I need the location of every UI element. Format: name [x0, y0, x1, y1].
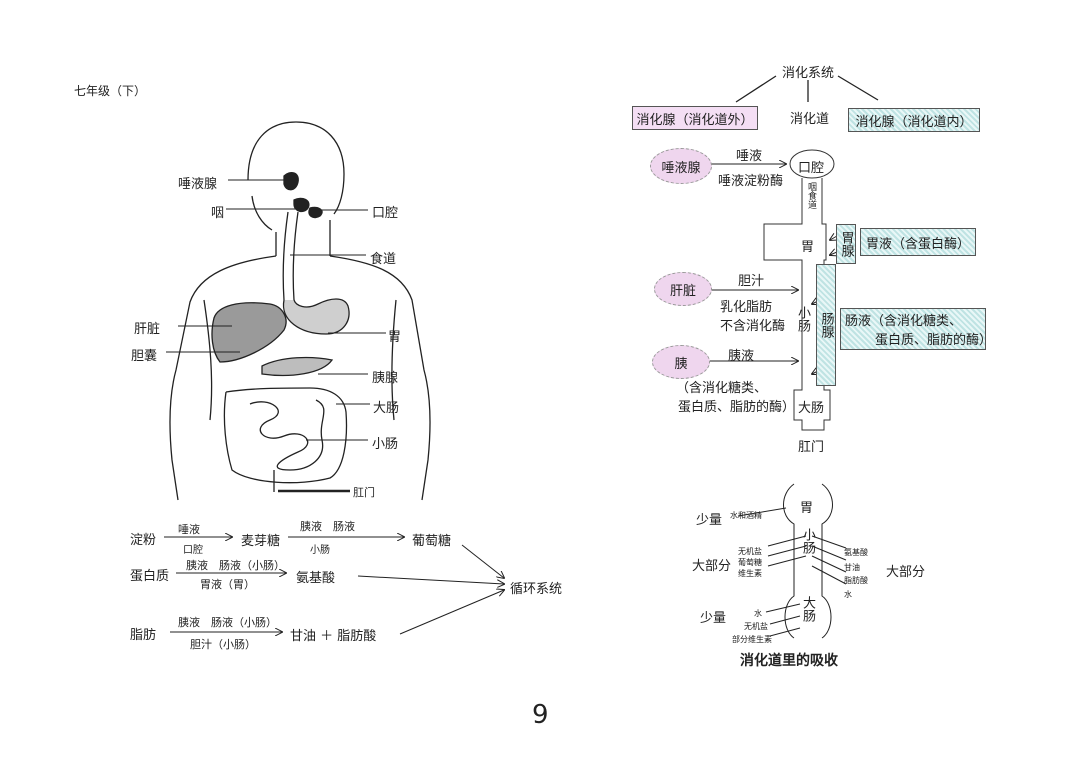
absorption-stomach: 胃 — [800, 501, 814, 516]
intestinal-juice-line-1: 肠液（含消化糖类、 — [845, 314, 963, 329]
intestinal-juice-line-2: 蛋白质、脂肪的酶） — [875, 333, 993, 348]
si-left-item-2: 葡萄糖 — [738, 558, 762, 567]
si-left-item-1: 无机盐 — [738, 547, 762, 556]
starch-label: 淀粉 — [130, 533, 157, 548]
maltose-site-bottom: 小肠 — [310, 545, 330, 556]
protein-label: 蛋白质 — [130, 569, 170, 584]
absorption-most-right: 大部分 — [886, 565, 926, 580]
fat-enzyme-bottom: 胆汁（小肠） — [190, 638, 256, 651]
pancreatic-note-2: 蛋白质、脂肪的酶） — [678, 400, 796, 415]
maltose-enzymes-top: 胰液 肠液 — [300, 520, 355, 533]
pharynx-esophagus-node: 咽食道 — [806, 182, 816, 209]
label-liver: 肝脏 — [134, 322, 161, 337]
si-left-item-3: 维生素 — [738, 569, 762, 578]
fat-products-label: 甘油 ＋ 脂肪酸 — [290, 629, 377, 644]
mouth-node: 口腔 — [798, 161, 825, 176]
salivary-gland-cloud: 唾液腺 — [650, 148, 712, 184]
saliva-enzyme-label: 唾液淀粉酶 — [718, 174, 784, 189]
label-anus: 肛门 — [353, 486, 375, 499]
bile-note-2: 不含消化酶 — [720, 319, 786, 334]
small-intestine-node: 小肠 — [795, 306, 810, 332]
page-number: 9 — [532, 700, 549, 730]
label-pharynx: 咽 — [211, 206, 225, 221]
anus-node: 肛门 — [798, 440, 825, 455]
si-right-item-3: 脂肪酸 — [844, 576, 868, 585]
label-stomach: 胃 — [388, 330, 402, 345]
pancreatic-juice-label: 胰液 — [728, 349, 755, 364]
intestinal-gland-box: 肠腺 — [816, 264, 836, 386]
system-title: 消化系统 — [782, 66, 835, 81]
si-right-item-4: 水 — [844, 590, 852, 599]
pancreas-cloud: 胰 — [652, 345, 710, 379]
li-item-3: 部分维生素 — [732, 635, 772, 644]
label-small-intestine: 小肠 — [372, 437, 399, 452]
grade-label: 七年级（下） — [74, 84, 147, 98]
absorption-title: 消化道里的吸收 — [740, 653, 838, 669]
liver-cloud: 肝脏 — [654, 272, 712, 306]
glucose-label: 葡萄糖 — [412, 534, 452, 549]
maltose-label: 麦芽糖 — [241, 534, 281, 549]
label-mouth: 口腔 — [372, 206, 399, 221]
label-salivary-gland: 唾液腺 — [178, 177, 218, 192]
bile-label: 胆汁 — [738, 274, 765, 289]
tract-label: 消化道 — [790, 112, 830, 127]
label-pancreas: 胰腺 — [372, 371, 399, 386]
pancreatic-note-1: （含消化糖类、 — [676, 381, 768, 396]
label-gallbladder: 胆囊 — [131, 349, 158, 364]
absorption-small-intestine: 小肠 — [800, 528, 815, 554]
absorption-most-left: 大部分 — [692, 559, 732, 574]
absorption-small-amount-li: 少量 — [700, 611, 727, 626]
protein-enzymes-top: 胰液 肠液（小肠） — [186, 559, 285, 572]
absorption-large-intestine: 大肠 — [800, 596, 815, 622]
saliva-label: 唾液 — [736, 149, 763, 164]
li-item-1: 水 — [754, 609, 762, 618]
absorption-small-amount-stomach: 少量 — [696, 513, 723, 528]
inner-gland-box: 消化腺（消化道内） — [848, 108, 980, 132]
bile-note-1: 乳化脂肪 — [720, 300, 773, 315]
stomach-absorbed-items: 水和酒精 — [730, 511, 762, 520]
starch-site-bottom: 口腔 — [183, 545, 203, 556]
si-right-item-1: 氨基酸 — [844, 548, 868, 557]
outer-gland-box: 消化腺（消化道外） — [632, 106, 758, 130]
starch-enzyme-top: 唾液 — [178, 523, 200, 536]
li-item-2: 无机盐 — [744, 622, 768, 631]
si-right-item-2: 甘油 — [844, 563, 860, 572]
gastric-gland-box: 胃腺 — [836, 224, 856, 264]
gastric-juice-box: 胃液（含蛋白酶） — [860, 228, 976, 256]
amino-acid-label: 氨基酸 — [296, 571, 336, 586]
large-intestine-node: 大肠 — [798, 401, 825, 416]
fat-enzymes-top: 胰液 肠液（小肠） — [178, 616, 277, 629]
fat-label: 脂肪 — [130, 628, 157, 643]
stomach-node: 胃 — [801, 240, 815, 255]
protein-enzyme-bottom: 胃液（胃） — [200, 578, 255, 591]
intestinal-juice-box: 肠液（含消化糖类、 蛋白质、脂肪的酶） — [840, 308, 992, 350]
label-esophagus: 食道 — [370, 252, 397, 267]
label-large-intestine: 大肠 — [373, 401, 400, 416]
circulatory-system-label: 循环系统 — [510, 582, 563, 597]
